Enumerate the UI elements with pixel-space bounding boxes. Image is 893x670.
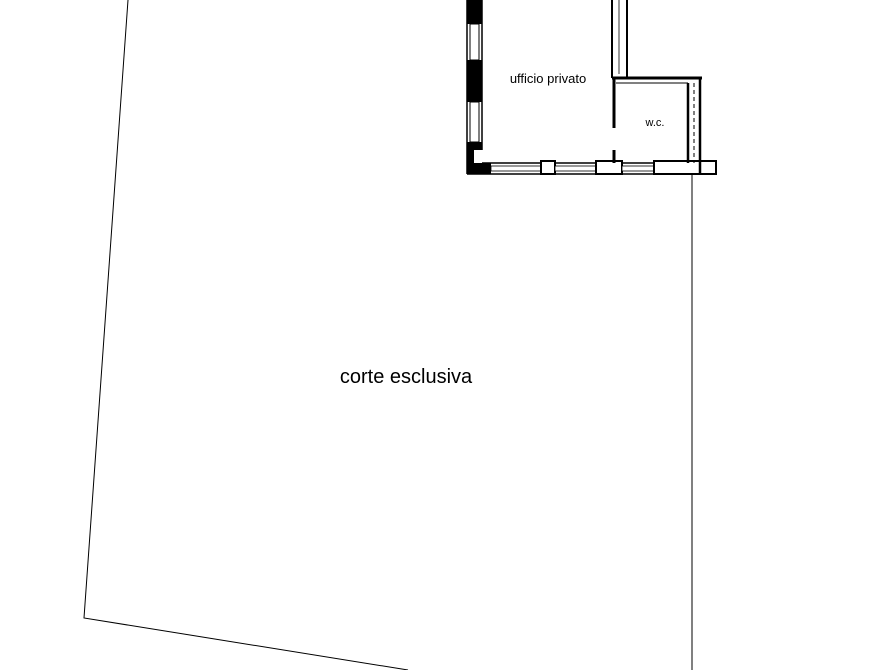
office-corner-inner	[474, 150, 488, 163]
room-label-wc: w.c.	[645, 117, 665, 129]
wc-walls	[612, 76, 702, 174]
courtyard-boundary	[83, 0, 693, 670]
window-bottom-2	[554, 165, 597, 172]
window-left-1	[469, 23, 480, 61]
office-bottom-wall-segment-2	[540, 160, 556, 175]
office-bottom-wall-segment-1	[467, 163, 491, 174]
room-label-ufficio-privato: ufficio privato	[510, 71, 586, 86]
office-walls	[466, 0, 717, 175]
courtyard-outline	[83, 0, 409, 670]
window-bottom-1	[490, 165, 542, 172]
office-left-wall-solid-top	[467, 0, 482, 24]
office-left-wall-solid-mid	[467, 60, 482, 102]
office-bottom-wall-segment-3	[595, 160, 623, 175]
office-bottom-wall-segment-4	[653, 160, 717, 175]
window-bottom-3	[621, 165, 655, 172]
window-left-2	[469, 101, 480, 143]
room-label-corte-esclusiva: corte esclusiva	[340, 366, 473, 388]
